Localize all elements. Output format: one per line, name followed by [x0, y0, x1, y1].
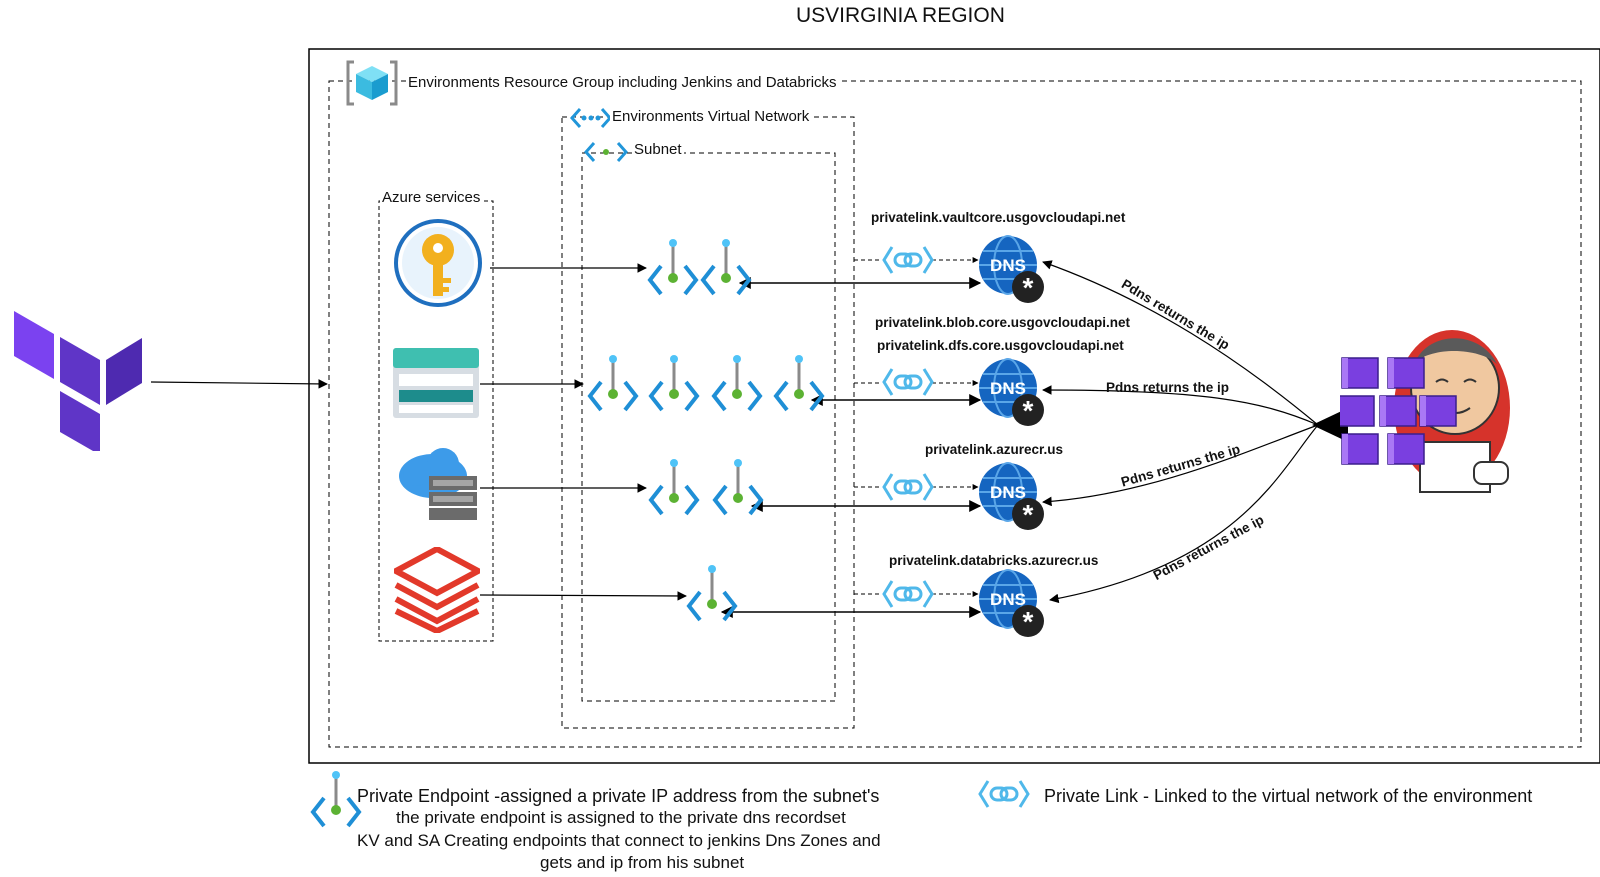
- jenkins-icon: [1337, 322, 1522, 515]
- region-box: [308, 48, 1600, 764]
- dns-zone-icon: DNS*: [978, 569, 1048, 644]
- legend-endpoint-note: KV and SA Creating endpoints that connec…: [357, 831, 881, 850]
- private-link-legend-icon: [978, 778, 1030, 815]
- private-endpoint-icon: [587, 352, 639, 421]
- dns-zone-icon: DNS*: [978, 358, 1048, 433]
- subnet-icon: [583, 140, 629, 169]
- legend-endpoint-note: gets and ip from his subnet: [540, 853, 745, 872]
- private-link-icon: [882, 471, 934, 508]
- subnet-box: [581, 152, 836, 702]
- dns-zone-label: privatelink.azurecr.us: [925, 442, 1064, 457]
- private-endpoint-icon: [648, 352, 700, 421]
- dns-zone-icon: DNS*: [978, 462, 1048, 537]
- private-endpoint-legend-icon: [310, 768, 362, 837]
- private-endpoint-icon: [686, 562, 738, 631]
- region-title: USVIRGINIA REGION: [796, 4, 1005, 27]
- svg-text:*: *: [1023, 395, 1034, 426]
- resource-group-icon: [346, 58, 398, 113]
- dns-zone-label: privatelink.databricks.azurecr.us: [889, 553, 1099, 568]
- private-endpoint-icon: [647, 236, 699, 305]
- svg-text:DNS: DNS: [990, 256, 1026, 275]
- resource-group-label: Environments Resource Group including Je…: [406, 74, 839, 91]
- subnet-label: Subnet: [632, 141, 684, 158]
- pdns-label: Pdns returns the ip: [1106, 380, 1230, 395]
- terraform-icon: [14, 311, 144, 456]
- vnet-icon: [569, 106, 613, 135]
- storage-icon: [393, 348, 479, 423]
- resource-group-box: [328, 80, 1582, 748]
- private-endpoint-icon: [648, 456, 700, 525]
- svg-text:*: *: [1023, 606, 1034, 637]
- private-link-icon: [882, 366, 934, 403]
- svg-text:*: *: [1023, 272, 1034, 303]
- private-endpoint-icon: [773, 352, 825, 421]
- legend-endpoint-text: Private Endpoint -assigned a private IP …: [357, 786, 880, 806]
- vnet-box: [561, 116, 855, 729]
- svg-text:DNS: DNS: [990, 379, 1026, 398]
- legend-link-text: Private Link - Linked to the virtual net…: [1044, 786, 1533, 806]
- private-link-icon: [882, 578, 934, 615]
- legend-endpoint-note: the private endpoint is assigned to the …: [396, 808, 846, 827]
- services-label: Azure services: [380, 189, 483, 206]
- private-link-icon: [882, 244, 934, 281]
- private-endpoint-icon: [711, 352, 763, 421]
- svg-text:*: *: [1023, 499, 1034, 530]
- dns-zone-icon: DNS*: [978, 235, 1048, 310]
- vnet-label: Environments Virtual Network: [610, 108, 812, 125]
- dns-zone-label: privatelink.dfs.core.usgovcloudapi.net: [877, 338, 1124, 353]
- dns-zone-label: privatelink.vaultcore.usgovcloudapi.net: [871, 210, 1126, 225]
- private-endpoint-icon: [700, 236, 752, 305]
- key-vault-icon: [393, 218, 483, 313]
- dns-zone-label: privatelink.blob.core.usgovcloudapi.net: [875, 315, 1131, 330]
- databricks-icon: [389, 545, 485, 638]
- svg-text:DNS: DNS: [990, 483, 1026, 502]
- private-endpoint-icon: [712, 456, 764, 525]
- container-registry-icon: [395, 446, 481, 527]
- svg-text:DNS: DNS: [990, 590, 1026, 609]
